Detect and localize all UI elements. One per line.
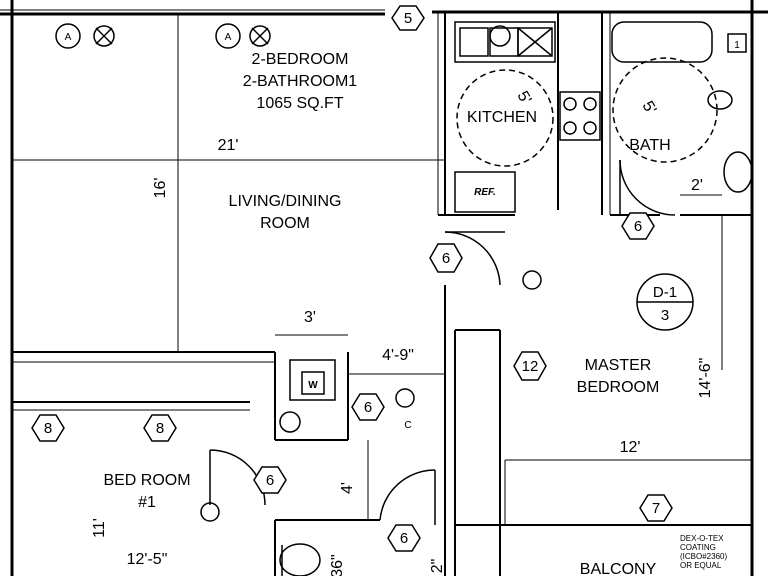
tag-6-living: 6 <box>442 250 450 267</box>
fixture-c-label: C <box>404 420 411 431</box>
balcony-label: BALCONY <box>580 561 657 576</box>
note-line-2: COATING <box>680 543 716 552</box>
dim-closet-width: 3' <box>304 309 316 326</box>
tag-5: 5 <box>404 10 412 27</box>
unit-title-line2: 2-BATHROOM1 <box>243 73 357 90</box>
bedroom1-label-2: #1 <box>138 494 156 511</box>
dim-bath-radius: 5' <box>639 98 660 117</box>
detail-tag-bottom: 3 <box>661 307 669 324</box>
dim-partial-a: 36" <box>329 554 346 576</box>
unit-area: 1065 SQ.FT <box>256 95 343 112</box>
note-line-3: (ICBO#2360) <box>680 552 727 561</box>
dim-hall-length: 4' <box>339 482 356 494</box>
dim-bed1-depth: 11' <box>91 518 108 538</box>
detail-tag-top: D-1 <box>653 284 677 301</box>
kitchen-label: KITCHEN <box>467 109 537 126</box>
fixture-a-label-1: A <box>65 32 72 43</box>
dim-master-width: 12' <box>620 439 641 456</box>
washer-label: W <box>308 380 318 391</box>
note-line-1: DEX-O-TEX <box>680 534 724 543</box>
bath-label: BATH <box>629 137 670 154</box>
tag-6-bath: 6 <box>634 218 642 235</box>
tag-7: 7 <box>652 500 660 517</box>
tag-6-bedroom1: 6 <box>266 472 274 489</box>
living-room-label-2: ROOM <box>260 215 310 232</box>
dim-bed1-width: 12'-5" <box>127 551 168 568</box>
master-bedroom-label-2: BEDROOM <box>577 379 660 396</box>
dim-kitchen-radius: 5' <box>514 88 535 107</box>
tag-1: 1 <box>734 40 740 51</box>
tag-8-left: 8 <box>44 420 52 437</box>
tag-12: 12 <box>522 358 539 375</box>
dim-master-depth: 14'-6" <box>697 358 714 399</box>
tag-6-hall: 6 <box>400 530 408 547</box>
tag-8-right: 8 <box>156 420 164 437</box>
bedroom1-label-1: BED ROOM <box>103 472 190 489</box>
tag-6-closet: 6 <box>364 399 372 416</box>
dim-bath-offset: 2' <box>691 177 703 194</box>
unit-title-line1: 2-BEDROOM <box>252 51 349 68</box>
dim-living-depth: 16' <box>152 178 169 199</box>
refrigerator-label: REF. <box>474 187 496 198</box>
dim-hall-width: 4'-9" <box>382 347 414 364</box>
note-line-4: OR EQUAL <box>680 561 722 570</box>
dim-living-width: 21' <box>218 137 239 154</box>
master-bedroom-label-1: MASTER <box>585 357 652 374</box>
living-room-label-1: LIVING/DINING <box>229 193 342 210</box>
fixture-a-label-2: A <box>225 32 232 43</box>
dim-partial-b: 2" <box>429 559 446 574</box>
